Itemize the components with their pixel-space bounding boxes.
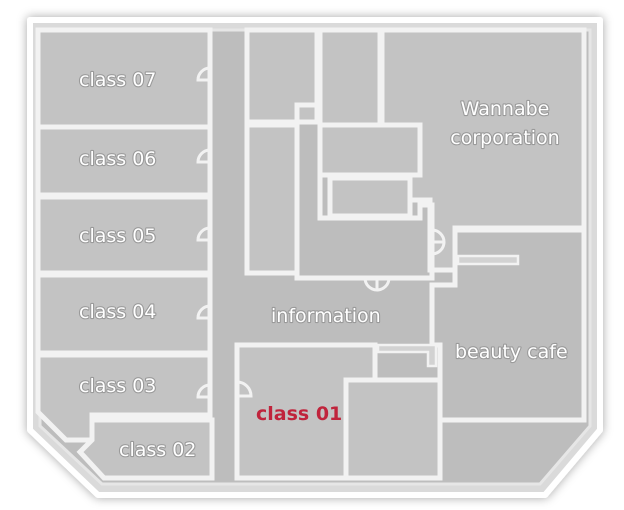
door-east-hall — [431, 228, 446, 244]
label-information: information — [271, 305, 381, 327]
label-class-06: class 06 — [79, 148, 156, 170]
room-north-b[interactable] — [317, 27, 383, 128]
room-north-a[interactable] — [244, 27, 320, 125]
label-class-04: class 04 — [79, 301, 156, 323]
door-class-01 — [236, 380, 253, 398]
label-class-01: class 01 — [256, 403, 342, 425]
label-class-03: class 03 — [79, 375, 156, 397]
room-inner-bottom[interactable] — [327, 175, 413, 219]
room-class-04[interactable] — [35, 272, 213, 356]
label-class-02: class 02 — [119, 439, 196, 461]
room-storage[interactable] — [343, 377, 443, 481]
ramp-cafe — [376, 343, 438, 368]
door-class-03 — [196, 383, 211, 399]
door-information-2 — [376, 277, 391, 292]
room-information-hall[interactable] — [294, 102, 435, 281]
label-corporation: corporation — [450, 127, 559, 149]
room-west-small[interactable] — [244, 122, 300, 276]
door-class-06 — [196, 148, 211, 164]
label-class-07: class 07 — [79, 69, 156, 91]
door-information — [363, 277, 379, 292]
door-class-05 — [196, 226, 211, 242]
label-wannabe: Wannabe — [461, 98, 550, 120]
ramp-east — [456, 254, 520, 266]
label-class-05: class 05 — [79, 225, 156, 247]
door-class-07 — [196, 66, 211, 82]
door-east-hall-2 — [431, 241, 446, 256]
room-class-07[interactable] — [35, 27, 213, 130]
room-class-02[interactable] — [76, 417, 215, 481]
label-beauty-cafe: beauty cafe — [455, 341, 568, 363]
room-inner-top[interactable] — [317, 122, 423, 178]
room-beauty-cafe[interactable] — [429, 227, 587, 423]
door-class-04 — [196, 304, 211, 320]
